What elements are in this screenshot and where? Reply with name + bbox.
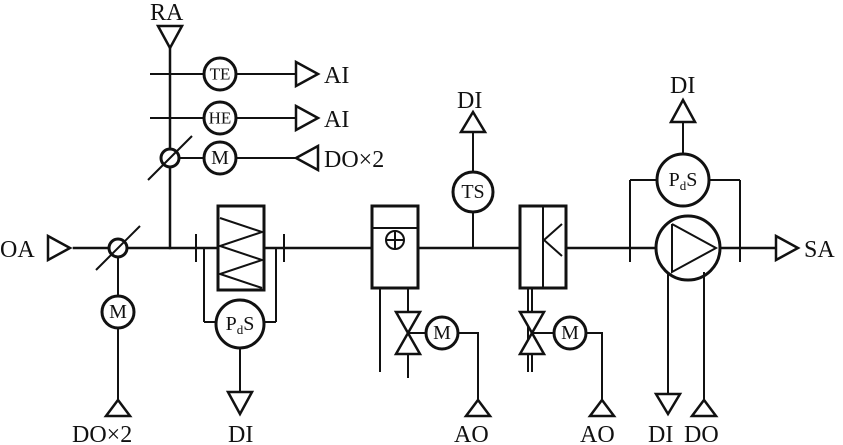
ao-cooling-arrow-icon — [587, 397, 617, 418]
fan-icon — [671, 223, 719, 274]
di-ts-label: DI — [457, 88, 482, 114]
ai-he-arrow-icon — [294, 103, 321, 133]
do-fan-label: DO — [684, 422, 719, 445]
sa-outlet: SA — [774, 233, 835, 263]
do-ra-arrow-icon — [293, 143, 320, 173]
cooling-valve-icon — [517, 310, 547, 336]
oa-label: OA — [0, 237, 35, 263]
heating-valve-icon — [393, 310, 423, 336]
ra-damper-blade-icon — [147, 135, 193, 181]
damper-blade-icon — [95, 225, 141, 271]
oa-actuator-label: M — [109, 301, 127, 323]
oa-inlet: OA — [0, 233, 73, 263]
di-fan-pds-arrow-icon — [668, 97, 698, 124]
sa-arrow-icon — [774, 233, 801, 263]
di-ts-arrow-icon — [458, 109, 488, 134]
te-label: TE — [210, 65, 231, 84]
ra-actuator-label: M — [211, 147, 229, 169]
do-fan-arrow-icon — [689, 397, 719, 418]
fan-circle — [654, 214, 722, 282]
do-ra-label: DO×2 — [324, 147, 384, 173]
cooling-actuator-label: M — [561, 322, 579, 344]
filter: PdS DI — [195, 204, 285, 445]
di-fan-arrow-icon — [653, 392, 683, 417]
ai-he-label: AI — [324, 107, 349, 133]
ra-branch: RA M DO×2 TE AI HE AI — [147, 0, 384, 250]
ra-label: RA — [150, 0, 184, 26]
cooling-coil: M AO — [517, 204, 617, 445]
di-fan-label: DI — [648, 422, 673, 445]
ts-label: TS — [461, 181, 484, 203]
he-label: HE — [209, 109, 232, 128]
oa-arrow-icon — [46, 233, 73, 263]
di-filter-label: DI — [228, 422, 253, 445]
filter-media-icon — [216, 217, 266, 289]
ai-te-label: AI — [324, 63, 349, 89]
temperature-switch: DI TS — [451, 88, 495, 248]
heating-actuator-label: M — [433, 322, 451, 344]
sa-label: SA — [804, 237, 835, 263]
do-oa-arrow-icon — [103, 397, 133, 418]
cooling-symbol-icon — [542, 223, 563, 257]
ao-heating-arrow-icon — [463, 397, 493, 418]
di-fan-pds-label: DI — [670, 73, 695, 99]
di-filter-arrow-icon — [225, 390, 255, 417]
ra-arrow-icon — [155, 24, 185, 51]
supply-fan: PdS DI DI DO — [629, 73, 741, 445]
ai-te-arrow-icon — [294, 59, 321, 89]
ao-cooling-label: AO — [580, 422, 615, 445]
heating-coil: M AO — [370, 204, 493, 445]
oa-damper: M DO×2 — [72, 225, 141, 445]
ao-heating-label: AO — [454, 422, 489, 445]
do-oa-label: DO×2 — [72, 422, 132, 445]
fan-pds-label: PdS — [669, 169, 698, 193]
filter-pds-label: PdS — [226, 313, 255, 337]
